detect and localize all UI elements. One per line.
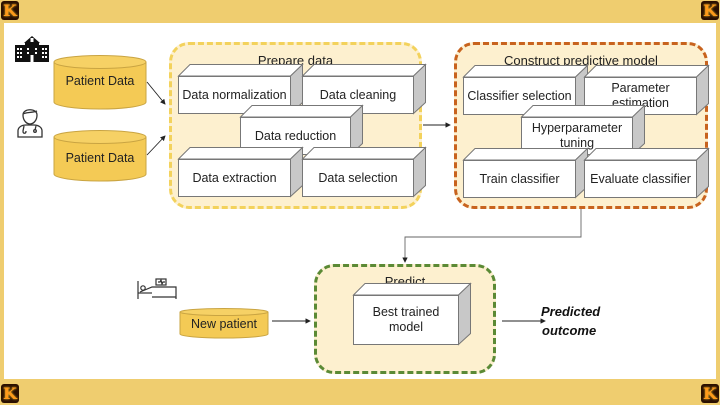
hospital-icon bbox=[15, 36, 49, 62]
arrow-construct-to-predict bbox=[402, 209, 582, 263]
step-label: Data selection bbox=[302, 159, 414, 197]
construct-model-title: Construct predictive model bbox=[504, 53, 658, 68]
step-train-classifier: Train classifier bbox=[462, 147, 589, 199]
best-trained-model: Best trained model bbox=[352, 282, 472, 346]
box-3d-faces bbox=[583, 64, 710, 116]
new-patient-source: New patient bbox=[179, 308, 269, 339]
box-3d-faces bbox=[239, 104, 364, 156]
cylinder-shape bbox=[53, 130, 147, 182]
box-3d-faces bbox=[520, 104, 646, 156]
patient-bed-icon bbox=[137, 278, 177, 299]
step-data-selection: Data selection bbox=[301, 146, 427, 198]
patient-data-source-2: Patient Data bbox=[53, 130, 147, 182]
patient-data-label: Patient Data bbox=[65, 74, 135, 88]
model-label: Best trained model bbox=[353, 295, 459, 345]
step-label: Evaluate classifier bbox=[584, 160, 697, 198]
logo-badge-bottom-left: K bbox=[1, 384, 19, 403]
step-label: Train classifier bbox=[463, 160, 576, 198]
box-3d-faces bbox=[301, 63, 427, 115]
logo-badge-top-right: K bbox=[701, 1, 719, 20]
box-3d-faces bbox=[177, 63, 304, 115]
box-3d-faces bbox=[583, 147, 710, 199]
logo-badge-top-left: K bbox=[1, 1, 19, 20]
cylinder-shape bbox=[53, 55, 147, 110]
step-label: Data extraction bbox=[178, 159, 291, 197]
arrow-source1-to-prepare bbox=[146, 81, 166, 105]
predicted-outcome-line1: Predicted bbox=[541, 304, 601, 319]
predicted-outcome: Predicted outcome bbox=[541, 302, 600, 340]
cylinder-shape bbox=[179, 308, 269, 339]
logo-badge-bottom-right: K bbox=[701, 384, 719, 403]
arrow-source2-to-prepare bbox=[146, 135, 166, 156]
step-evaluate-classifier: Evaluate classifier bbox=[583, 147, 710, 199]
patient-data-source-1: Patient Data bbox=[53, 55, 147, 110]
predicted-outcome-line2: outcome bbox=[542, 323, 597, 338]
new-patient-label: New patient bbox=[190, 317, 257, 331]
step-label: Classifier selection bbox=[463, 77, 576, 115]
patient-data-label: Patient Data bbox=[65, 151, 135, 165]
doctor-icon bbox=[17, 109, 43, 138]
